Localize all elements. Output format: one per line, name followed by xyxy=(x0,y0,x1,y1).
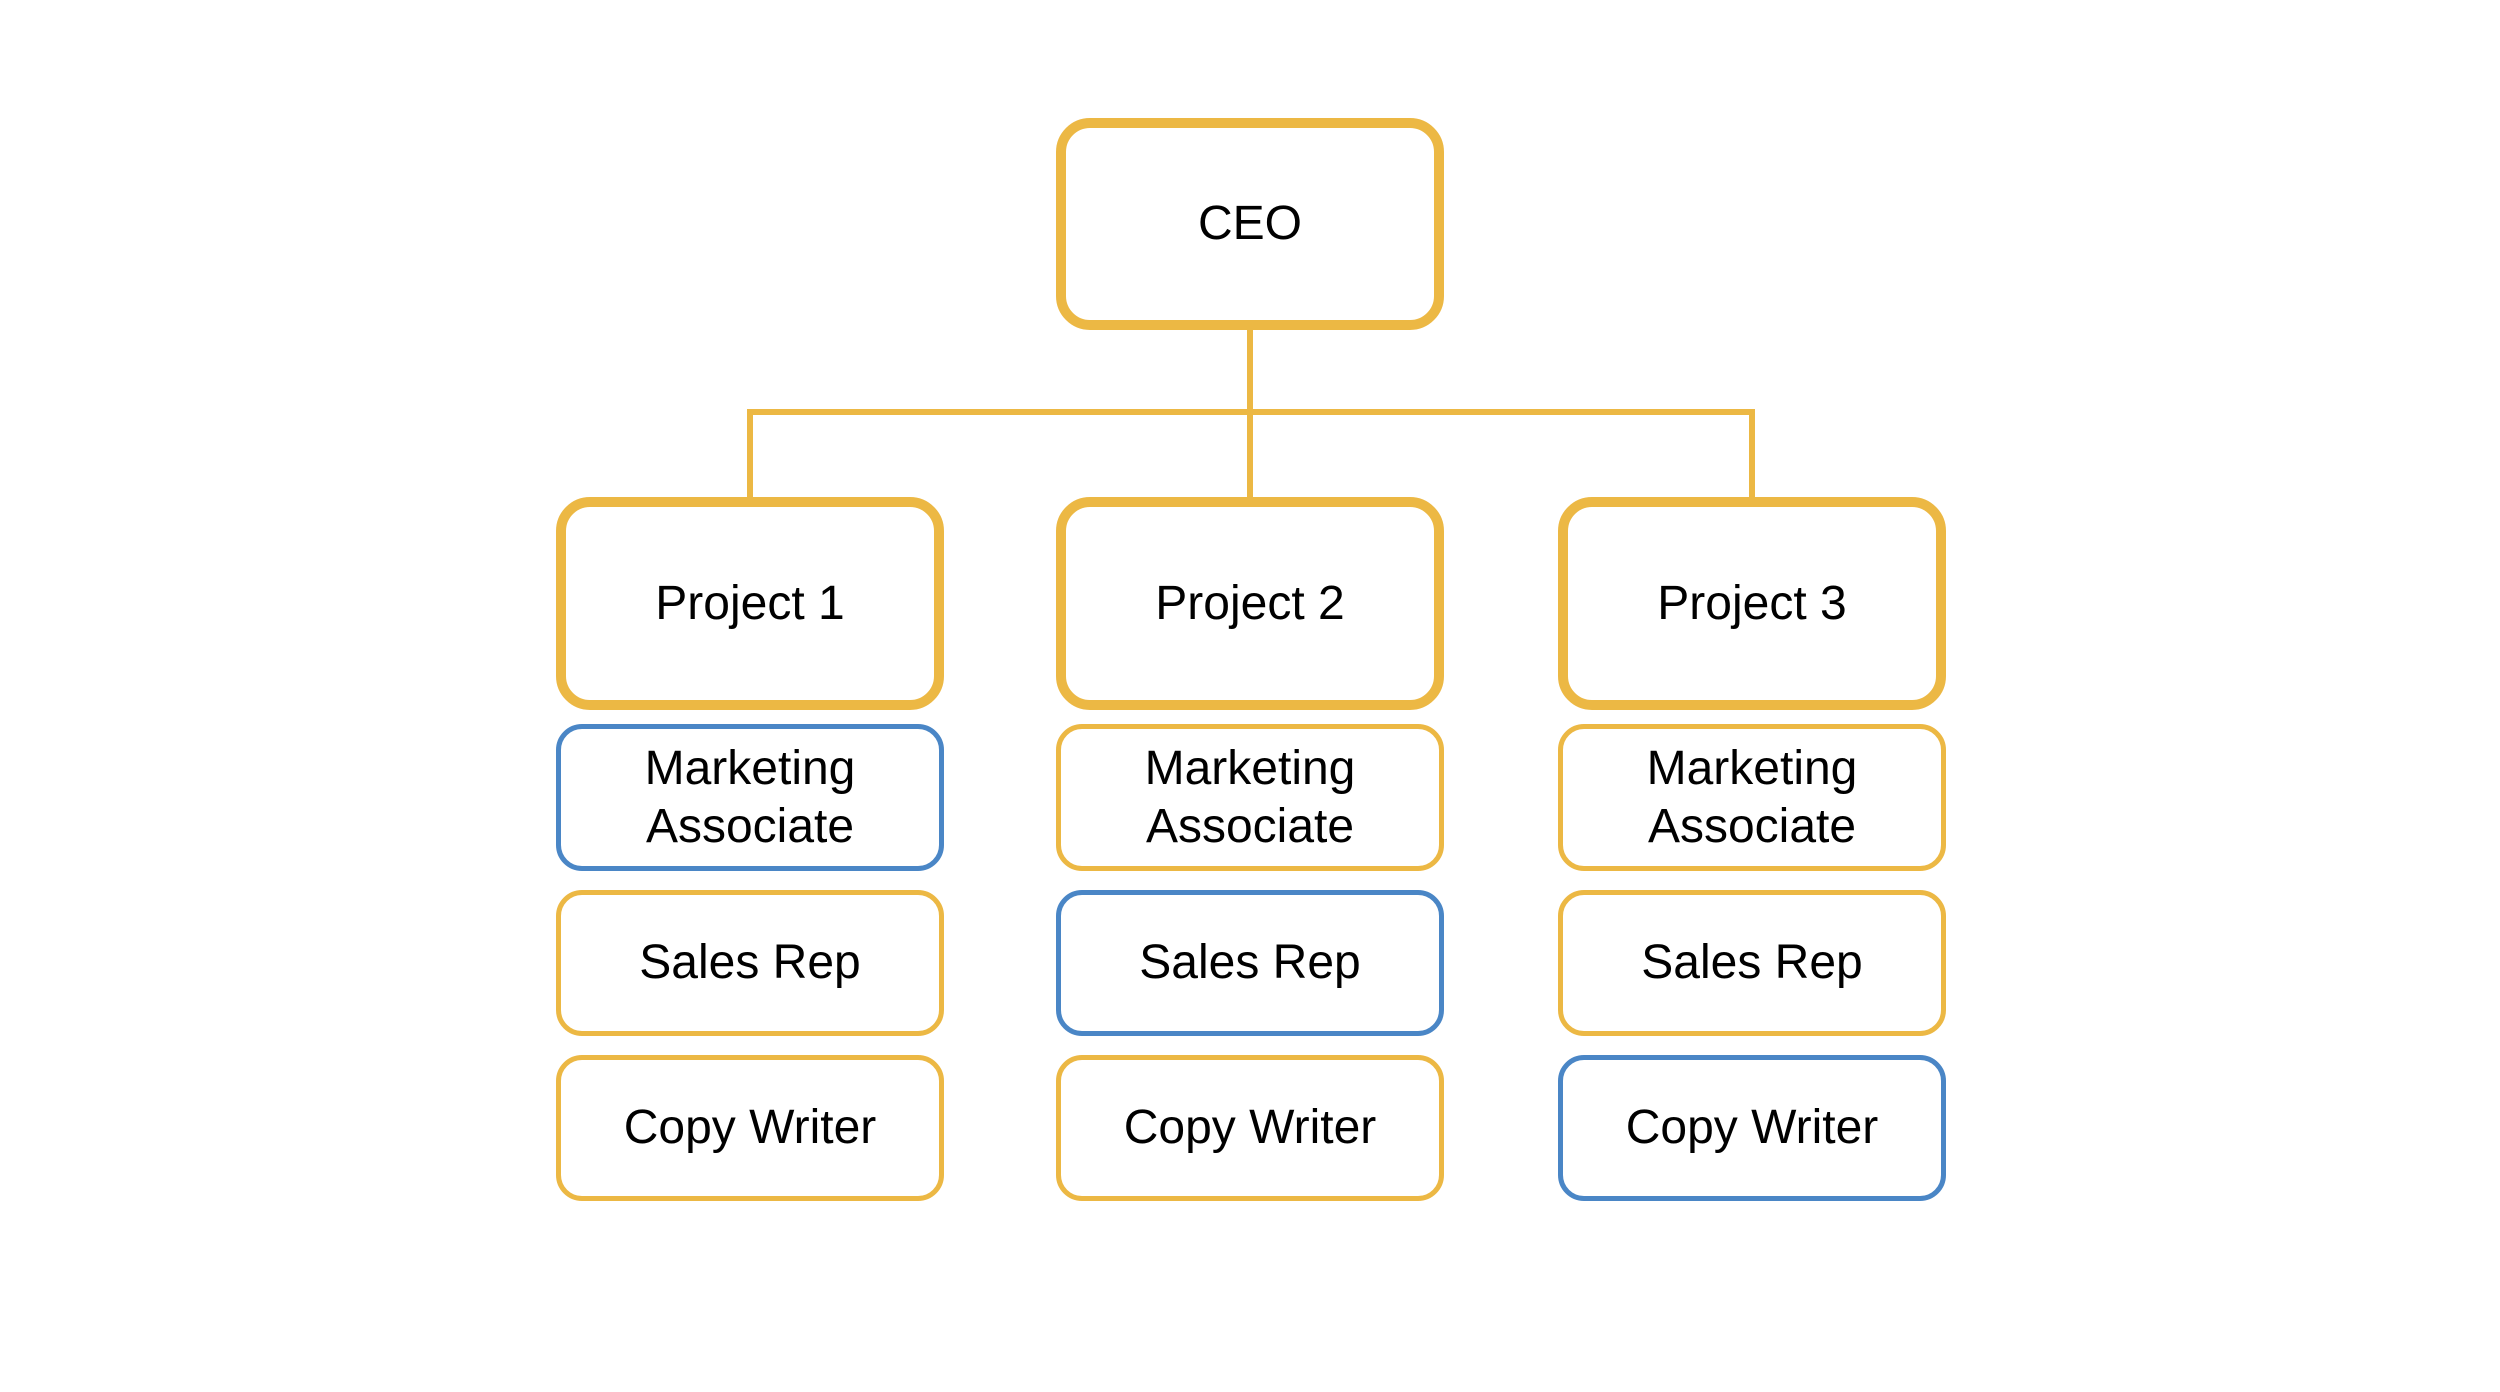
node-project-1-copy-writer: Copy Writer xyxy=(556,1055,944,1201)
node-project-3: Project 3 xyxy=(1558,497,1946,710)
role-label: Copy Writer xyxy=(1625,1101,1879,1155)
node-project-3-marketing-associate: Marketing Associate xyxy=(1558,724,1946,871)
node-project-2-sales-rep: Sales Rep xyxy=(1056,890,1444,1036)
role-label: Sales Rep xyxy=(1641,936,1863,990)
role-label: Marketing Associate xyxy=(644,741,856,853)
role-label: Marketing Associate xyxy=(1646,741,1858,853)
node-project-1: Project 1 xyxy=(556,497,944,710)
connector-drop-project-2 xyxy=(1247,409,1253,499)
role-label: Marketing Associate xyxy=(1144,741,1356,853)
node-project-2-label: Project 2 xyxy=(1155,576,1345,630)
node-project-2: Project 2 xyxy=(1056,497,1444,710)
role-label: Sales Rep xyxy=(639,936,861,990)
connector-ceo-stem xyxy=(1247,329,1253,413)
node-project-1-marketing-associate: Marketing Associate xyxy=(556,724,944,871)
node-project-3-copy-writer: Copy Writer xyxy=(1558,1055,1946,1201)
connector-drop-project-3 xyxy=(1749,409,1755,499)
connector-drop-project-1 xyxy=(747,409,753,499)
node-project-3-sales-rep: Sales Rep xyxy=(1558,890,1946,1036)
node-project-3-label: Project 3 xyxy=(1657,576,1847,630)
node-project-2-copy-writer: Copy Writer xyxy=(1056,1055,1444,1201)
role-label: Sales Rep xyxy=(1139,936,1361,990)
role-label: Copy Writer xyxy=(1123,1101,1377,1155)
node-ceo: CEO xyxy=(1056,118,1444,330)
role-label: Copy Writer xyxy=(623,1101,877,1155)
node-project-1-sales-rep: Sales Rep xyxy=(556,890,944,1036)
node-project-2-marketing-associate: Marketing Associate xyxy=(1056,724,1444,871)
node-project-1-label: Project 1 xyxy=(655,576,845,630)
node-ceo-label: CEO xyxy=(1197,197,1302,251)
